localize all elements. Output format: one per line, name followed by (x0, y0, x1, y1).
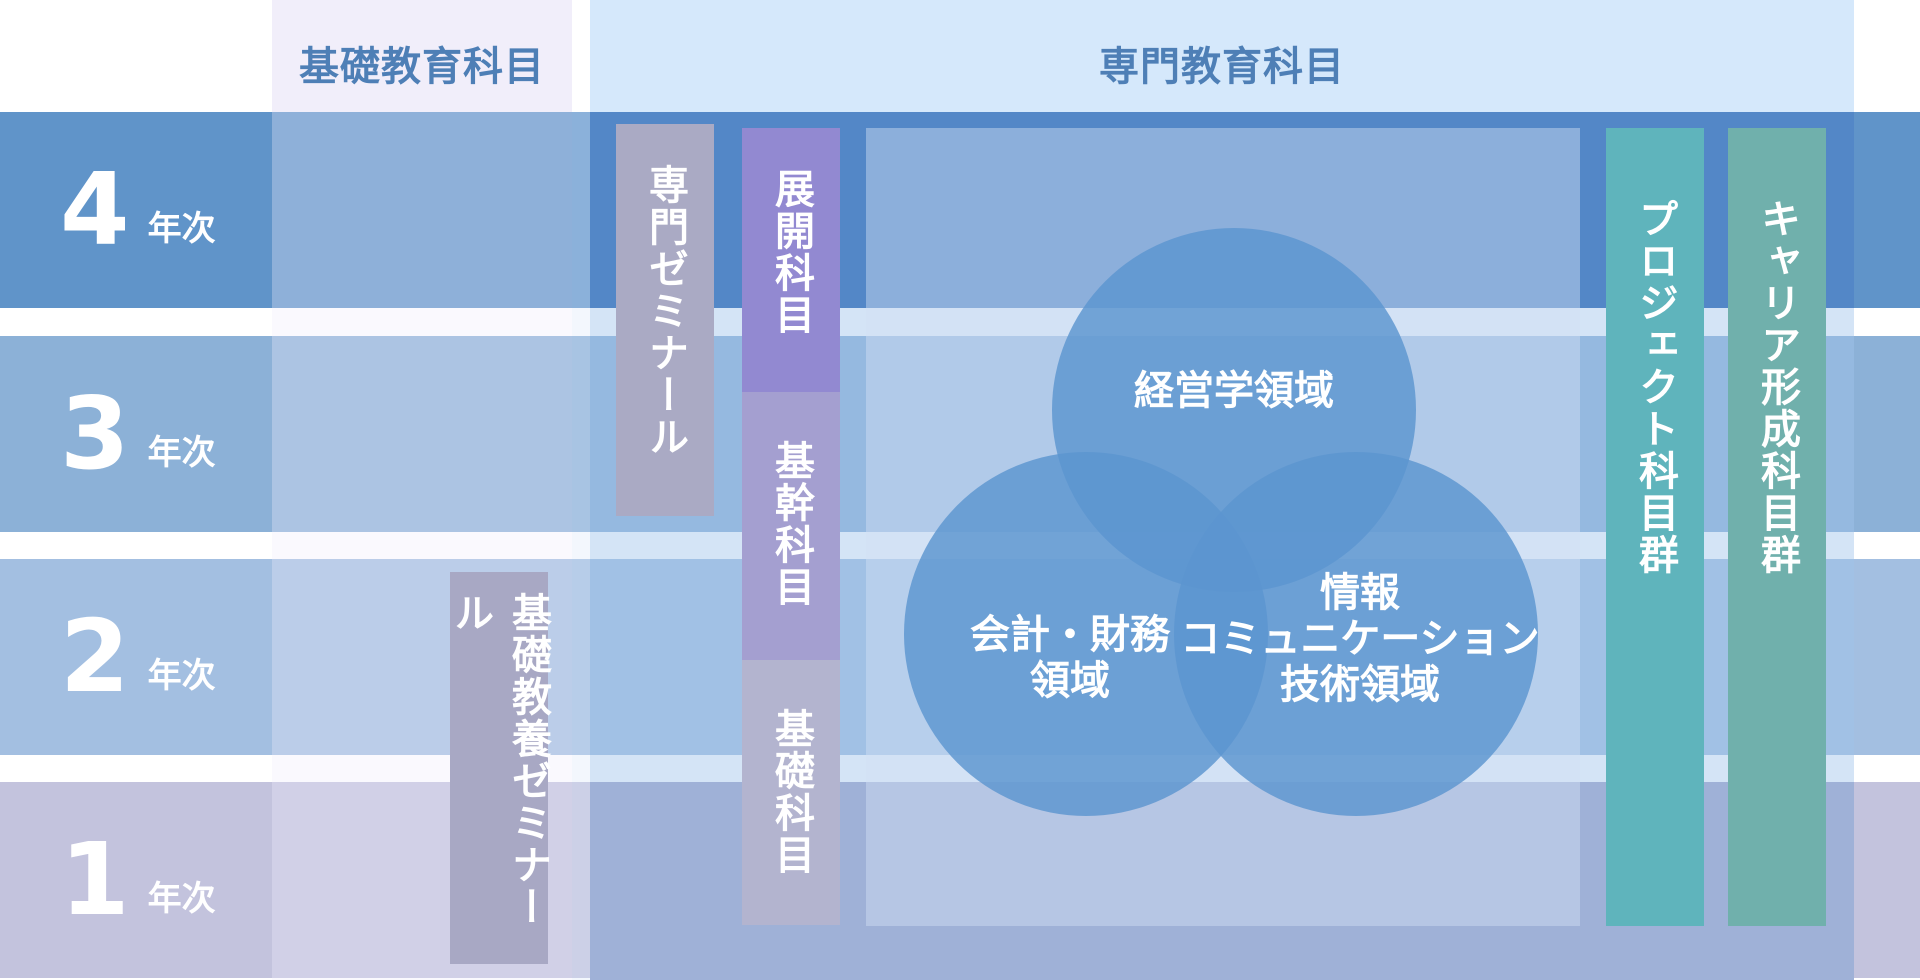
specialized-seminar-box: 専門ゼミナール (616, 124, 714, 516)
year-suffix: 年次 (147, 208, 216, 249)
year-label-3: 3 年次 (60, 336, 260, 532)
information-text-line2: コミュニケーション (1180, 616, 1540, 662)
liberal-arts-seminar-box: 基礎教養ゼミナール (447, 572, 551, 964)
year-number: 1 (60, 821, 130, 938)
information-text-line1: 情報 (1320, 570, 1400, 616)
venn-circles (904, 228, 1538, 816)
year-band-3 (0, 336, 1920, 532)
core-courses-label: 基幹科目 (768, 440, 814, 608)
specialized-education-header: 専門教育科目 (590, 0, 1854, 112)
specialized-seminar-label: 専門ゼミナール (642, 164, 688, 458)
year-suffix: 年次 (147, 655, 216, 696)
year-number: 4 (60, 151, 130, 268)
information-text-line3: 技術領域 (1280, 662, 1440, 708)
liberal-arts-seminar-label: 基礎教養ゼミナール (447, 592, 551, 928)
accounting-label: 会計・財務 領域 (920, 612, 1220, 704)
year-label-4: 4 年次 (60, 112, 260, 308)
foundation-courses-box: 基礎科目 (742, 660, 840, 925)
core-courses-box: 基幹科目 (742, 392, 840, 660)
specialized-education-title: 専門教育科目 (1099, 44, 1345, 90)
advanced-courses-label: 展開科目 (768, 168, 814, 336)
accounting-text-line2: 領域 (1030, 658, 1110, 704)
year-suffix: 年次 (147, 878, 216, 919)
year-label-1: 1 年次 (60, 782, 260, 978)
year-number: 2 (60, 598, 130, 715)
foundation-courses-label: 基礎科目 (768, 708, 814, 876)
discipline-venn-diagram: 経営学領域 会計・財務 領域 情報 コミュニケーション 技術領域 (866, 128, 1580, 926)
basic-education-title: 基礎教育科目 (299, 44, 545, 90)
advanced-courses-box: 展開科目 (742, 128, 840, 392)
career-courses-label: キャリア形成科目群 (1754, 198, 1800, 576)
management-text: 経営学領域 (1134, 368, 1334, 414)
column-divider (572, 112, 590, 980)
accounting-text-line1: 会計・財務 (970, 612, 1170, 658)
project-courses-label: プロジェクト科目群 (1632, 198, 1678, 576)
year-label-2: 2 年次 (60, 559, 260, 755)
management-label: 経営学領域 (1084, 368, 1384, 414)
career-courses-box: キャリア形成科目群 (1728, 128, 1826, 926)
accounting-circle (904, 452, 1268, 816)
information-label: 情報 コミュニケーション 技術領域 (1180, 570, 1540, 708)
year-number: 3 (60, 375, 130, 492)
basic-education-header: 基礎教育科目 (272, 0, 572, 112)
year-suffix: 年次 (147, 432, 216, 473)
project-courses-box: プロジェクト科目群 (1606, 128, 1704, 926)
information-circle (1174, 452, 1538, 816)
